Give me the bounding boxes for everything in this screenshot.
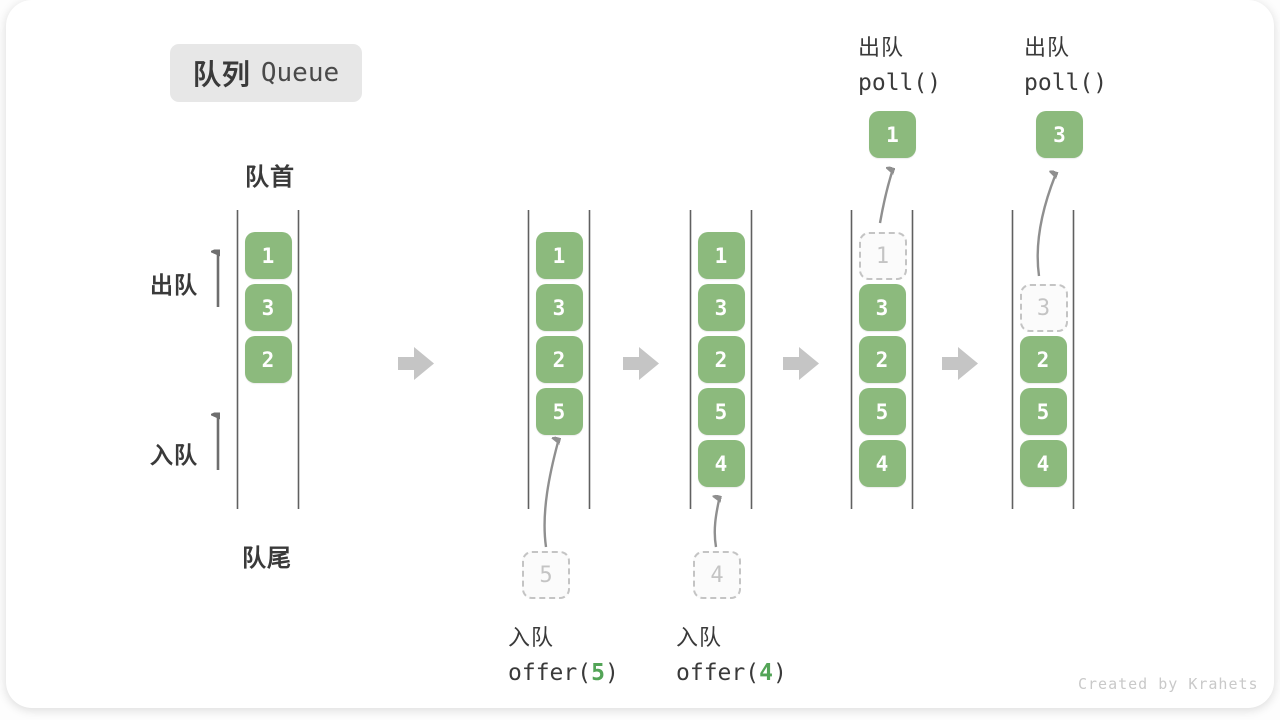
offer-op-1-code: offer(5)	[508, 660, 619, 686]
label-queue-front: 队首	[245, 164, 295, 191]
title-zh: 队列	[192, 59, 251, 90]
offer-op-2-code: offer(4)	[676, 660, 787, 686]
poll-op-1-label: 出队	[858, 35, 905, 60]
poll-op-2-label: 出队	[1024, 35, 1071, 60]
title-en: Queue	[260, 58, 340, 88]
poll-op-2: 出队 poll()	[1024, 30, 1107, 96]
label-dequeue-left: 出队	[150, 272, 198, 298]
offer-op-1-fn: offer(	[508, 660, 592, 686]
watermark: Created by Krahets	[1078, 675, 1259, 693]
offer-op-2-arg: 4	[759, 660, 773, 686]
offer-op-1-label: 入队	[508, 625, 555, 650]
offer-op-2-close: )	[772, 660, 787, 686]
offer-op-1-close: )	[604, 660, 619, 686]
offer-op-2-label: 入队	[676, 625, 723, 650]
poll-op-1-code: poll()	[858, 70, 942, 96]
label-enqueue-left: 入队	[150, 442, 198, 468]
canvas-card	[6, 0, 1274, 708]
offer-op-2: 入队 offer(4)	[676, 620, 787, 686]
poll-op-1: 出队 poll()	[858, 30, 941, 96]
title-badge: 队列 Queue	[170, 44, 362, 102]
offer-op-1: 入队 offer(5)	[508, 620, 619, 686]
offer-op-1-arg: 5	[591, 660, 605, 686]
poll-op-2-code: poll()	[1024, 70, 1108, 96]
offer-op-2-fn: offer(	[676, 660, 760, 686]
label-queue-rear: 队尾	[242, 545, 292, 572]
